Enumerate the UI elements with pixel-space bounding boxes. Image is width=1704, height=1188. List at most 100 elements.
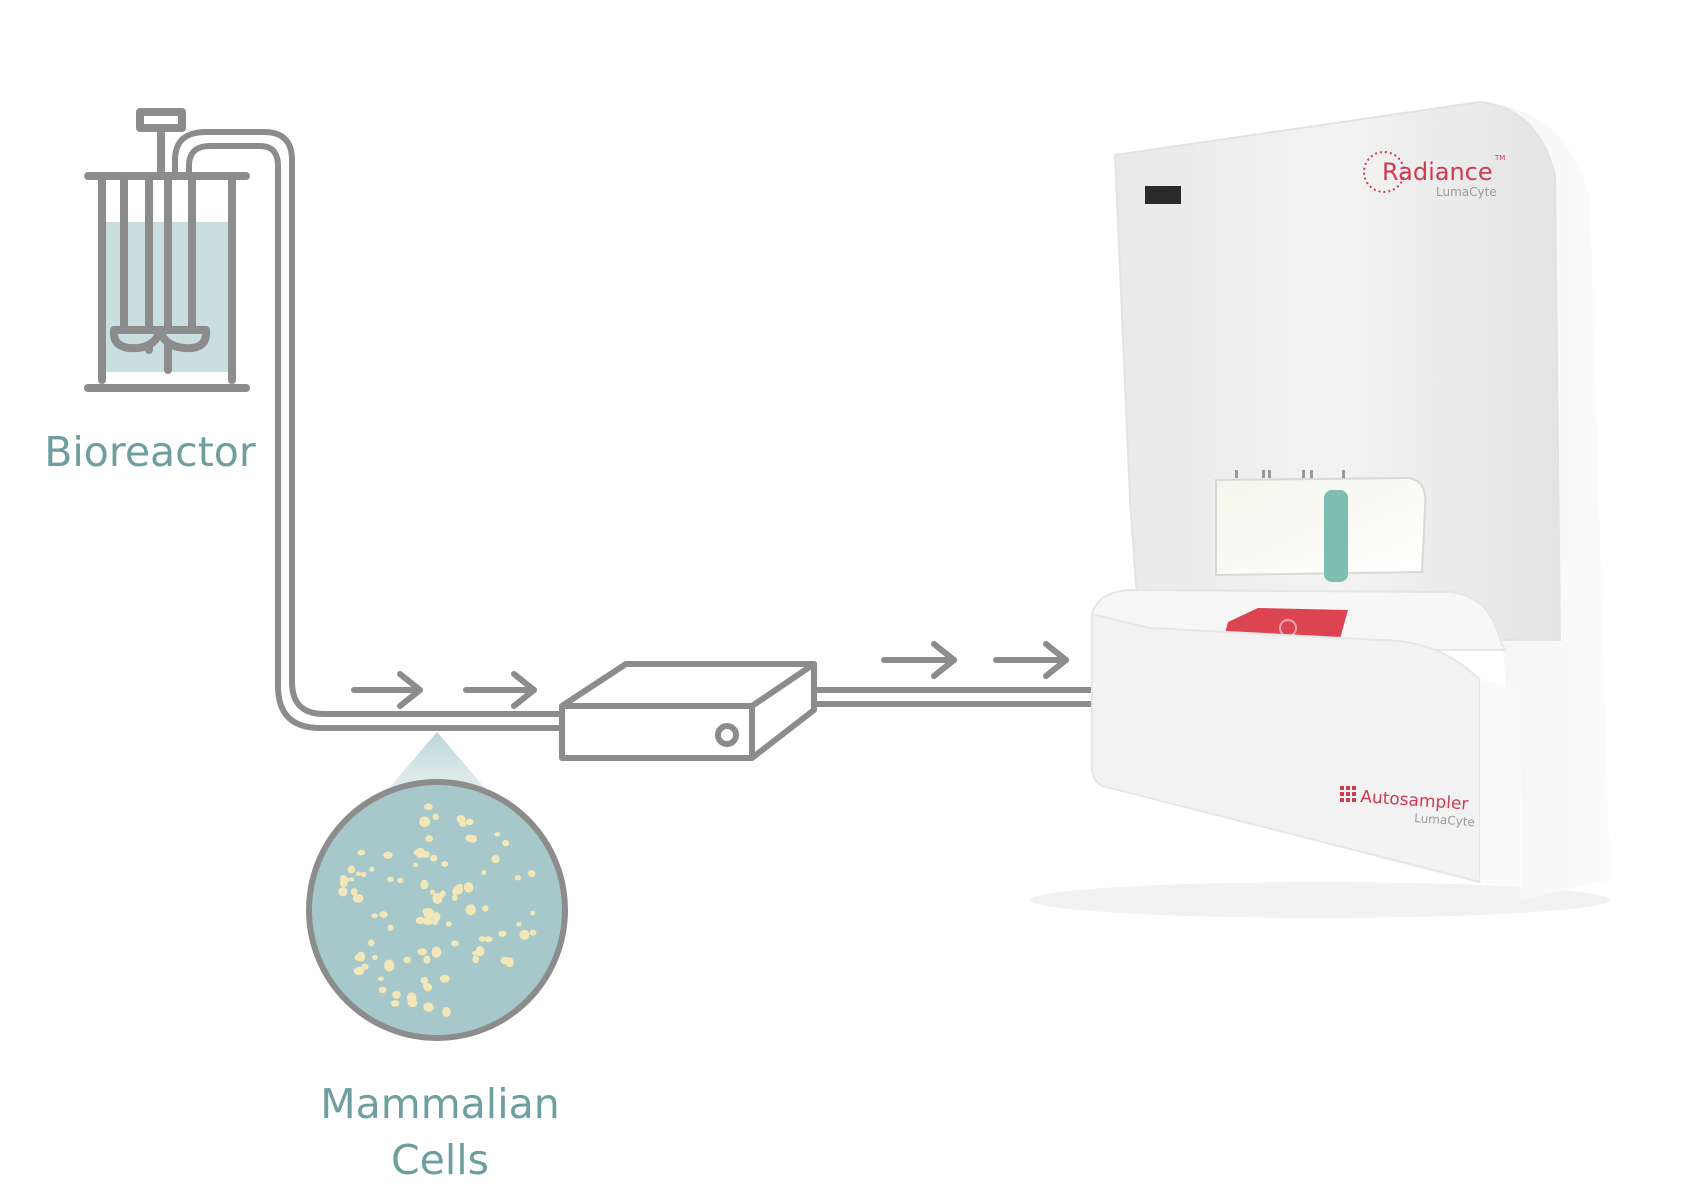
- cell-dot: [505, 957, 514, 968]
- cell-dot: [350, 888, 358, 896]
- cell-dot: [378, 986, 387, 994]
- arrow-right-icon: [993, 641, 1069, 679]
- sample-vial: [1324, 490, 1348, 582]
- radiance-tm: TM: [1494, 154, 1505, 162]
- cell-dot: [340, 875, 348, 884]
- cell-dot: [502, 839, 510, 847]
- cell-dot: [452, 894, 458, 902]
- cells-magnifier: [306, 732, 568, 1041]
- cell-dot: [429, 889, 435, 895]
- cell-dot: [527, 870, 536, 878]
- cell-dot: [386, 876, 394, 883]
- cell-dot: [465, 904, 476, 916]
- cell-dot: [426, 983, 432, 989]
- cells-label-line2: Cells: [391, 1136, 489, 1184]
- cell-dot: [432, 892, 443, 904]
- cell-dot: [425, 835, 434, 842]
- cell-dot: [348, 877, 355, 882]
- arrow-right-icon: [463, 671, 537, 709]
- cell-dot: [420, 976, 429, 984]
- cell-dot: [530, 910, 536, 916]
- mammalian-cells-label: Mammalian Cells: [300, 1076, 580, 1188]
- cell-dot: [353, 966, 365, 976]
- cell-dot: [355, 871, 362, 876]
- autosampler-side: [1480, 680, 1522, 888]
- cell-dot: [383, 851, 393, 859]
- cell-dot: [371, 913, 378, 919]
- cell-dot: [465, 818, 474, 826]
- cell-dot: [472, 955, 480, 964]
- cell-dot: [338, 887, 348, 897]
- cell-dot: [463, 882, 474, 893]
- cell-dot: [379, 911, 388, 918]
- cell-dot: [423, 955, 431, 964]
- cell-dot: [472, 951, 478, 956]
- cell-dot: [423, 1002, 434, 1012]
- cell-dot: [372, 954, 378, 961]
- cell-dot: [397, 877, 404, 884]
- cell-dot: [529, 929, 537, 936]
- cell-dot: [519, 929, 530, 940]
- cell-dot: [360, 872, 367, 877]
- cell-dot: [352, 894, 364, 903]
- cell-dot: [377, 976, 384, 981]
- bioreactor-label: Bioreactor: [44, 428, 256, 476]
- cell-dot: [384, 959, 395, 972]
- cell-dot: [516, 922, 522, 927]
- cell-dot: [442, 1007, 451, 1017]
- cell-dot: [422, 917, 428, 924]
- radiance-logo: Radiance TM LumaCyte: [1363, 151, 1505, 199]
- cell-dot: [432, 912, 441, 922]
- cell-dot: [415, 916, 425, 925]
- cell-dot: [347, 865, 356, 874]
- cell-dot: [419, 816, 430, 827]
- cell-dot: [514, 875, 521, 881]
- cell-dot: [417, 948, 428, 956]
- cell-dot: [430, 854, 438, 862]
- radiance-brand: Radiance: [1382, 158, 1493, 186]
- cell-dot: [431, 946, 442, 958]
- cell-dot: [439, 974, 450, 983]
- cell-dot: [423, 908, 434, 919]
- cell-dot: [420, 879, 429, 890]
- cell-dot: [387, 924, 394, 931]
- cell-dot: [456, 815, 466, 823]
- cell-dot: [424, 803, 433, 811]
- cell-dot: [494, 832, 501, 837]
- display-slot: [1145, 186, 1181, 204]
- cell-dot: [390, 1000, 400, 1007]
- cell-dot: [478, 936, 486, 942]
- radiance-instrument: Radiance TM LumaCyte Autosampler LumaCyt…: [1030, 100, 1610, 918]
- flow-arrows: [351, 641, 1069, 709]
- cell-dot: [475, 946, 485, 957]
- cell-dot: [432, 813, 440, 820]
- radiance-maker: LumaCyte: [1436, 185, 1497, 199]
- pump-port: [715, 723, 739, 747]
- cells-circle: [306, 779, 568, 1041]
- cell-dot: [368, 939, 375, 947]
- cell-dot: [457, 883, 463, 889]
- cell-dot: [403, 956, 412, 964]
- cell-dot: [491, 855, 500, 864]
- cell-dot: [361, 963, 369, 970]
- cell-dots: [338, 803, 537, 1017]
- cell-dot: [481, 870, 487, 875]
- cell-dot: [484, 936, 493, 943]
- bioreactor-icon: [84, 108, 250, 392]
- cell-dot: [415, 847, 426, 858]
- arrow-right-icon: [351, 671, 423, 709]
- indicator-marks: [1235, 470, 1345, 478]
- arrow-right-icon: [881, 641, 957, 679]
- sample-window: [1215, 476, 1427, 577]
- cell-dot: [357, 849, 366, 856]
- pump-box-icon: [559, 661, 817, 761]
- autosampler-front: [1091, 612, 1481, 884]
- autosampler-maker: LumaCyte: [1414, 811, 1476, 829]
- cell-dot: [413, 862, 419, 868]
- cell-dot: [465, 834, 475, 842]
- cells-label-line1: Mammalian: [320, 1080, 560, 1128]
- cell-dot: [406, 992, 417, 1004]
- cell-dot: [451, 940, 459, 947]
- tubing: [172, 129, 1094, 731]
